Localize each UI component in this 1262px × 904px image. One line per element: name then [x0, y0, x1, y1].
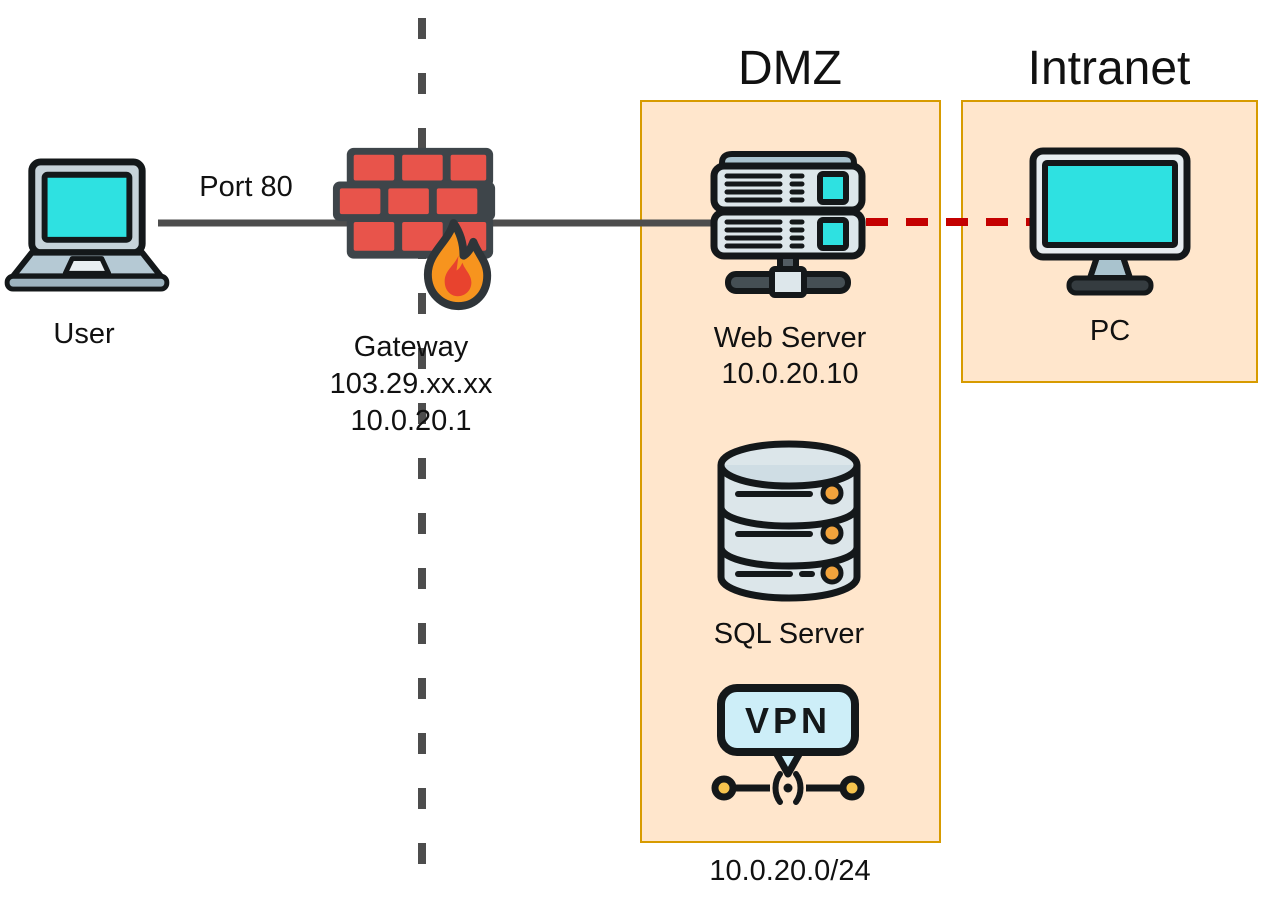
- gateway-internal-ip: 10.0.20.1: [350, 405, 472, 437]
- web-server-icon: [710, 151, 866, 298]
- web-server-ip: 10.0.20.10: [721, 358, 859, 390]
- sql-server-label: SQL Server: [713, 618, 865, 650]
- gateway-label: Gateway 103.29.xx.xx 10.0.20.1: [330, 329, 493, 440]
- web-server-name: Web Server: [713, 322, 867, 354]
- laptop-icon: [4, 158, 170, 292]
- sql-server-icon: [717, 440, 861, 602]
- flame-icon: [423, 219, 492, 311]
- pc-icon: [1029, 147, 1191, 296]
- gateway-name: Gateway: [353, 331, 469, 363]
- user-label: User: [53, 318, 115, 350]
- vpn-bubble-text: VPN: [745, 700, 831, 741]
- dmz-subnet-label: 10.0.20.0/24: [709, 855, 871, 887]
- pc-label: PC: [1089, 315, 1131, 347]
- port-80-label: Port 80: [199, 171, 293, 203]
- gateway-public-ip: 103.29.xx.xx: [329, 368, 493, 400]
- dmz-title: DMZ: [738, 42, 842, 95]
- intranet-title: Intranet: [1027, 42, 1191, 95]
- vpn-icon: VPN: [711, 684, 865, 805]
- web-server-label: Web Server 10.0.20.10: [714, 320, 867, 392]
- firewall-icon: [332, 147, 496, 311]
